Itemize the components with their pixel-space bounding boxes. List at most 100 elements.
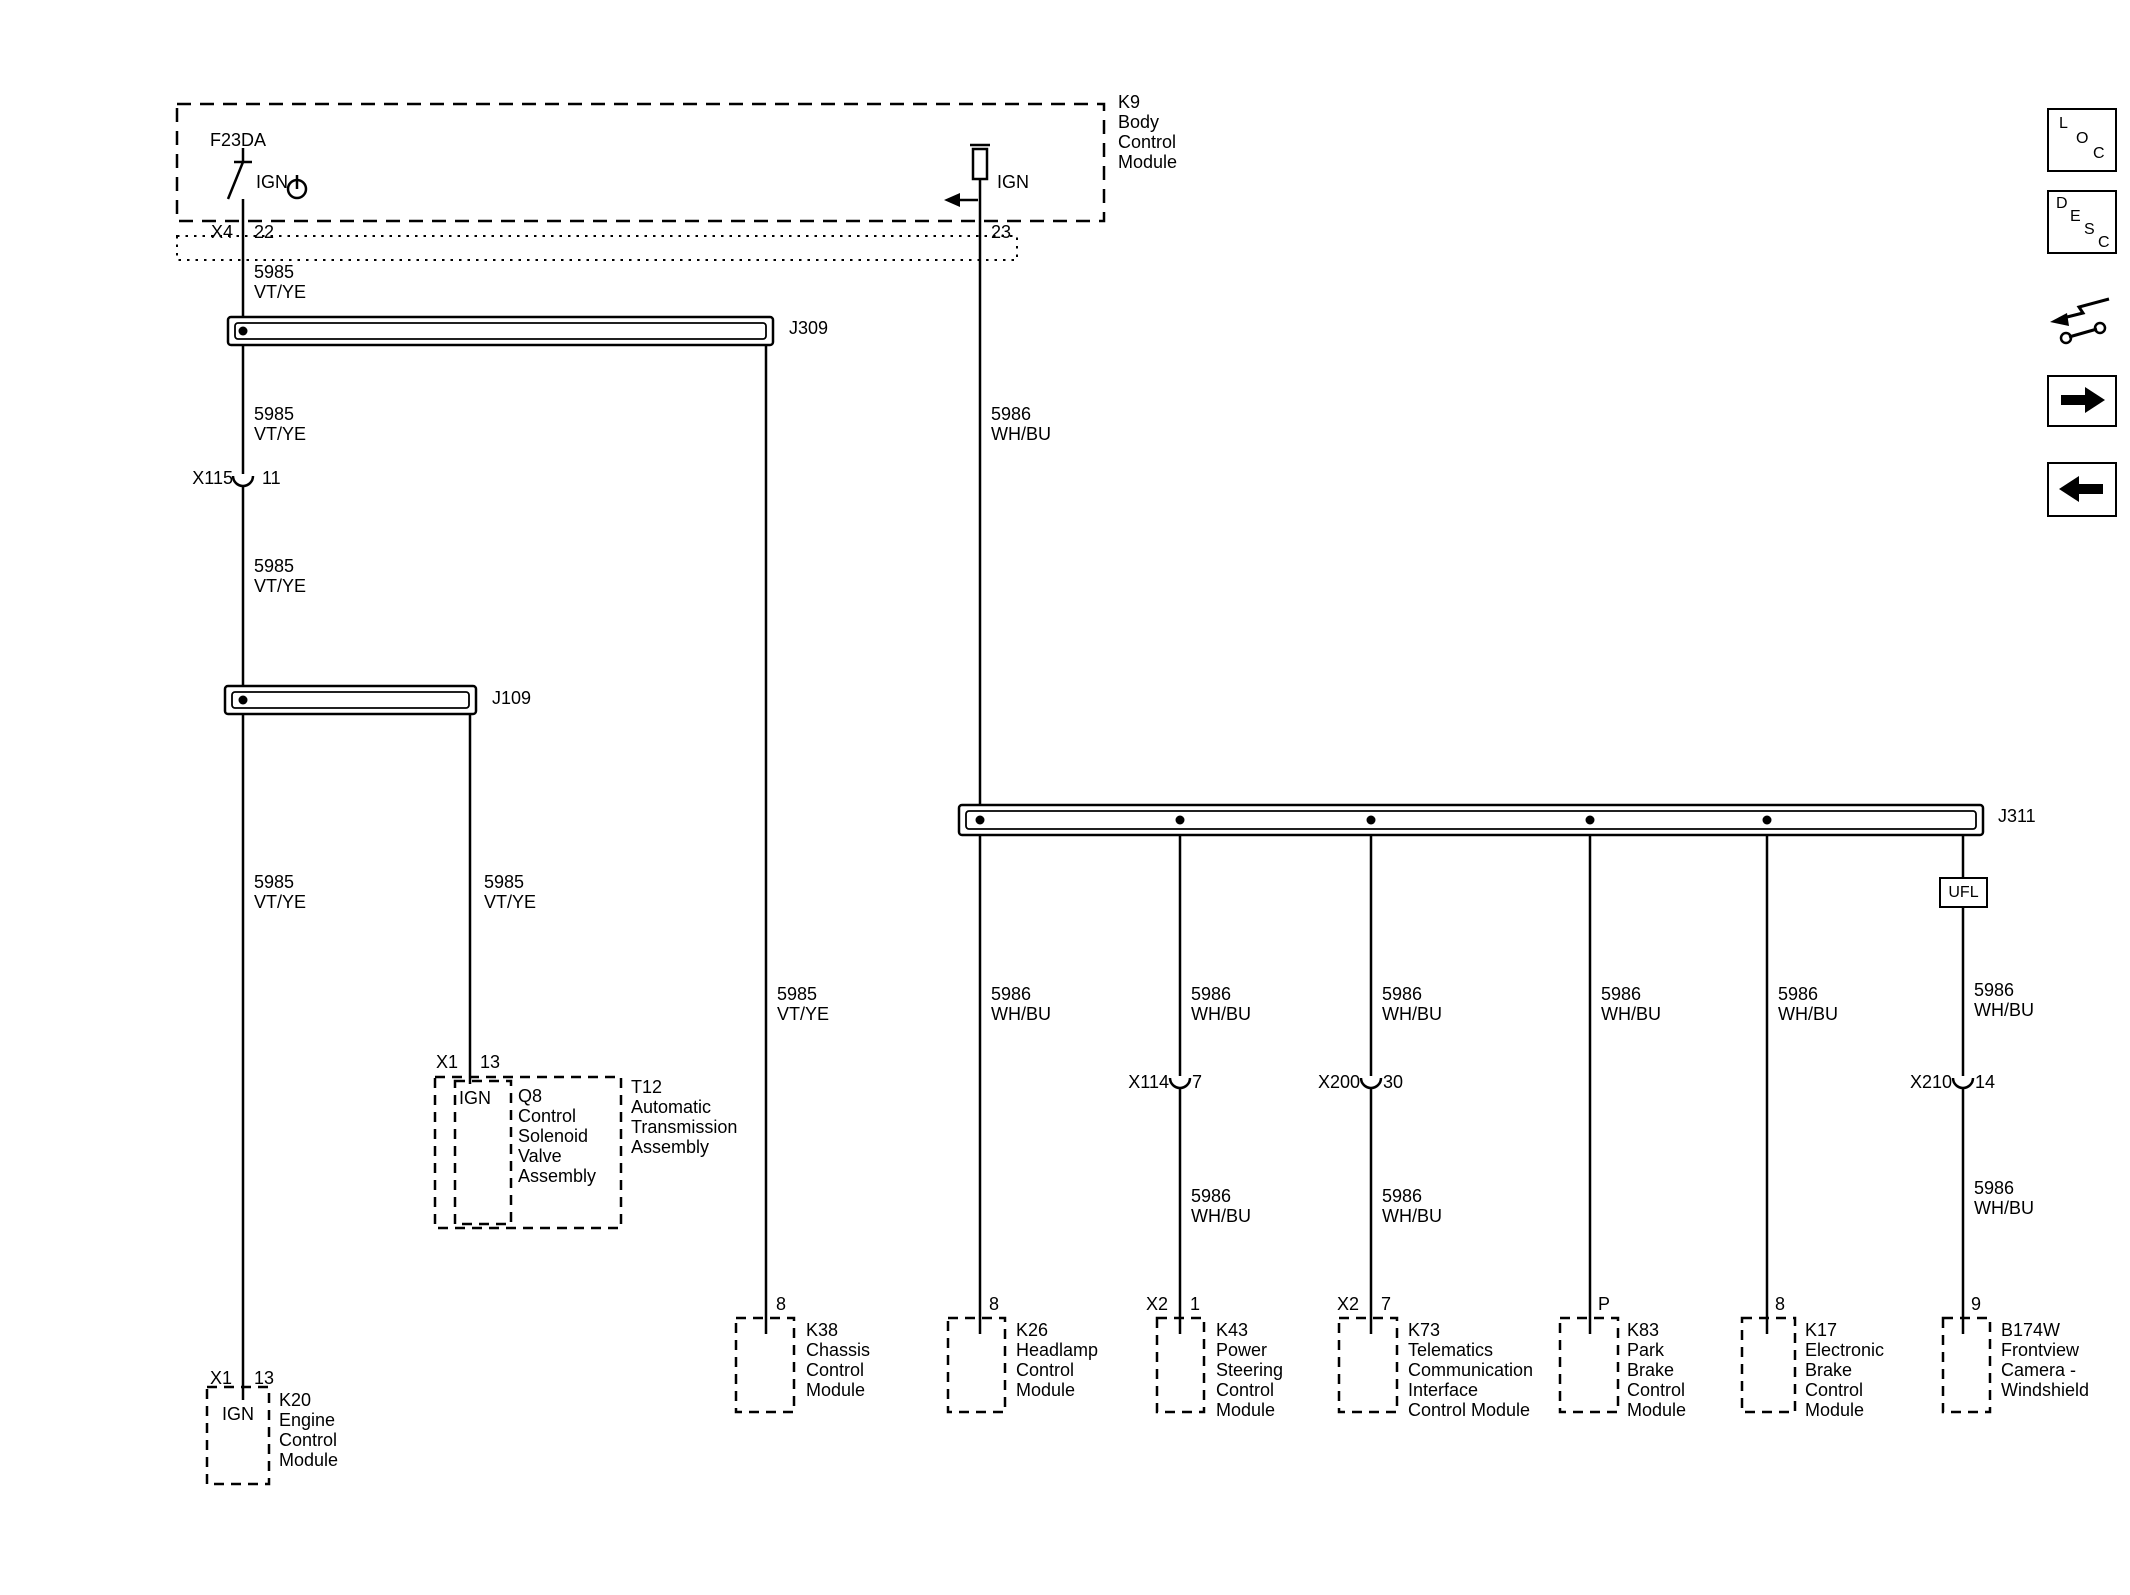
- wire-label-5986-9: 5986 WH/BU: [1974, 980, 2034, 1020]
- wire-j311-to-b174w: [1951, 835, 1975, 1334]
- module-label-k38: K38 Chassis Control Module: [806, 1320, 871, 1400]
- fuse-f23da-symbol: [226, 148, 252, 200]
- next-page-button[interactable]: [2047, 375, 2117, 427]
- wire-j309-to-j109: [231, 345, 255, 686]
- terminal-ign-label: IGN: [997, 172, 1030, 192]
- desc-letter-e: E: [2070, 208, 2081, 225]
- x115-connector-icon: [231, 475, 255, 488]
- splice-label-j311: J311: [1998, 806, 2036, 826]
- pin-label-9-b174w: 9: [1971, 1294, 1982, 1314]
- conn-label-x2-k73: X2: [1336, 1294, 1359, 1314]
- wire-label-5985-4: 5985 VT/YE: [254, 872, 307, 912]
- bcm-outline: [175, 102, 1106, 223]
- prev-page-button[interactable]: [2047, 462, 2117, 517]
- module-box-k20: [205, 1385, 271, 1486]
- wire-label-5986-10: 5986 WH/BU: [1974, 1178, 2034, 1218]
- wire-label-5986-8: 5986 WH/BU: [1778, 984, 1838, 1024]
- splice-j311: [957, 803, 1985, 837]
- wire-label-5986-5: 5986 WH/BU: [1382, 984, 1442, 1024]
- splice-label-j309: J309: [789, 318, 829, 338]
- module-box-k26: [946, 1316, 1007, 1414]
- pin-label-8-k38: 8: [776, 1294, 787, 1314]
- right-arrow-icon: [2061, 387, 2105, 413]
- loc-button[interactable]: L O C: [2047, 108, 2117, 172]
- pin-label-x210: 14: [1975, 1072, 1996, 1092]
- assembly-box-t12: [433, 1075, 623, 1230]
- wire-label-5986-2: 5986 WH/BU: [991, 984, 1051, 1024]
- module-label-q8: Q8 Control Solenoid Valve Assembly: [518, 1086, 597, 1186]
- x200-connector-icon: [1359, 1077, 1383, 1090]
- loc-letter-c: C: [2093, 145, 2105, 162]
- module-label-k73: K73 Telematics Communication Interface C…: [1408, 1320, 1534, 1420]
- splice-j109: [223, 684, 478, 716]
- pin-label-13-q8: 13: [480, 1052, 501, 1072]
- desc-button[interactable]: D E S C: [2047, 190, 2117, 254]
- wire-label-5986-1: 5986 WH/BU: [991, 404, 1051, 444]
- module-label-b174w: B174W Frontview Camera - Windshield: [2001, 1320, 2090, 1400]
- module-label-k20: K20 Engine Control Module: [279, 1390, 339, 1470]
- loc-letter-o: O: [2076, 130, 2089, 147]
- terminal-ign-k20: IGN: [222, 1404, 255, 1424]
- module-label-k26: K26 Headlamp Control Module: [1016, 1320, 1099, 1400]
- arrow-wrench-icon: [2050, 297, 2110, 345]
- power-icon: [286, 175, 308, 200]
- module-box-k83: [1558, 1316, 1620, 1414]
- conn-label-x1-q8: X1: [435, 1052, 458, 1072]
- pin-label-p-k83: P: [1598, 1294, 1611, 1314]
- module-box-k43: [1155, 1316, 1206, 1414]
- module-box-q8: [453, 1079, 513, 1226]
- module-label-k43: K43 Power Steering Control Module: [1216, 1320, 1284, 1420]
- bcm-module-label: K9 Body Control Module: [1118, 92, 1178, 172]
- wire-label-5985-1: 5985 VT/YE: [254, 262, 307, 302]
- connector-label-x114: X114: [1128, 1072, 1169, 1092]
- module-label-k17: K17 Electronic Brake Control Module: [1805, 1320, 1885, 1420]
- pin-label-13-k20: 13: [254, 1368, 275, 1388]
- desc-letter-d: D: [2056, 195, 2068, 212]
- pin-label-x115: 11: [262, 468, 281, 488]
- fuse-ign-label: IGN: [256, 172, 289, 192]
- desc-letter-s: S: [2084, 221, 2095, 238]
- x4-connector-outline: [176, 235, 1018, 261]
- loc-letter-l: L: [2059, 115, 2068, 132]
- wire-label-5986-6: 5986 WH/BU: [1382, 1186, 1442, 1226]
- wire-j311-to-k73: [1359, 835, 1383, 1334]
- wire-label-5985-3: 5985 VT/YE: [254, 556, 307, 596]
- pin-label-8-k26: 8: [989, 1294, 1000, 1314]
- connector-label-x210: X210: [1909, 1072, 1952, 1092]
- pin-label-x114: 7: [1192, 1072, 1203, 1092]
- module-box-b174w: [1941, 1316, 1992, 1414]
- module-boxes: [205, 1075, 1992, 1486]
- pin-label-8-k17: 8: [1775, 1294, 1786, 1314]
- module-box-k73: [1337, 1316, 1399, 1414]
- ufl-inline-box: UFL: [1939, 877, 1988, 908]
- pin-label-x200: 30: [1383, 1072, 1404, 1092]
- wire-j311-to-k43: [1168, 835, 1192, 1334]
- ign-terminal-symbol: [944, 143, 990, 207]
- conn-label-x2-k43: X2: [1145, 1294, 1168, 1314]
- fuse-label: F23DA: [210, 130, 267, 150]
- left-arrow-icon: [2059, 476, 2103, 502]
- pin-label-7-k73: 7: [1381, 1294, 1392, 1314]
- desc-letter-c: C: [2098, 234, 2110, 251]
- wire-label-5985-5: 5985 VT/YE: [484, 872, 537, 912]
- wire-label-5985-6: 5985 VT/YE: [777, 984, 830, 1024]
- x114-connector-icon: [1168, 1077, 1192, 1090]
- wire-label-5986-4: 5986 WH/BU: [1191, 1186, 1251, 1226]
- module-label-k83: K83 Park Brake Control Module: [1627, 1320, 1687, 1420]
- wire-label-5985-2: 5985 VT/YE: [254, 404, 307, 444]
- x210-connector-icon: [1951, 1077, 1975, 1090]
- connector-label-x200: X200: [1317, 1072, 1360, 1092]
- splice-j309: [226, 315, 775, 347]
- connector-label-x115: X115: [192, 468, 233, 488]
- wire-label-5986-7: 5986 WH/BU: [1601, 984, 1661, 1024]
- pin-23-label: 23: [991, 222, 1012, 242]
- conn-label-x1-k20: X1: [209, 1368, 232, 1388]
- x4-connector-label: X4: [210, 222, 233, 242]
- pin-22-label: 22: [254, 222, 275, 242]
- schematic-nav-button[interactable]: [2045, 283, 2119, 353]
- module-box-k17: [1740, 1316, 1797, 1414]
- terminal-ign-q8: IGN: [459, 1088, 492, 1108]
- splice-label-j109: J109: [492, 688, 532, 708]
